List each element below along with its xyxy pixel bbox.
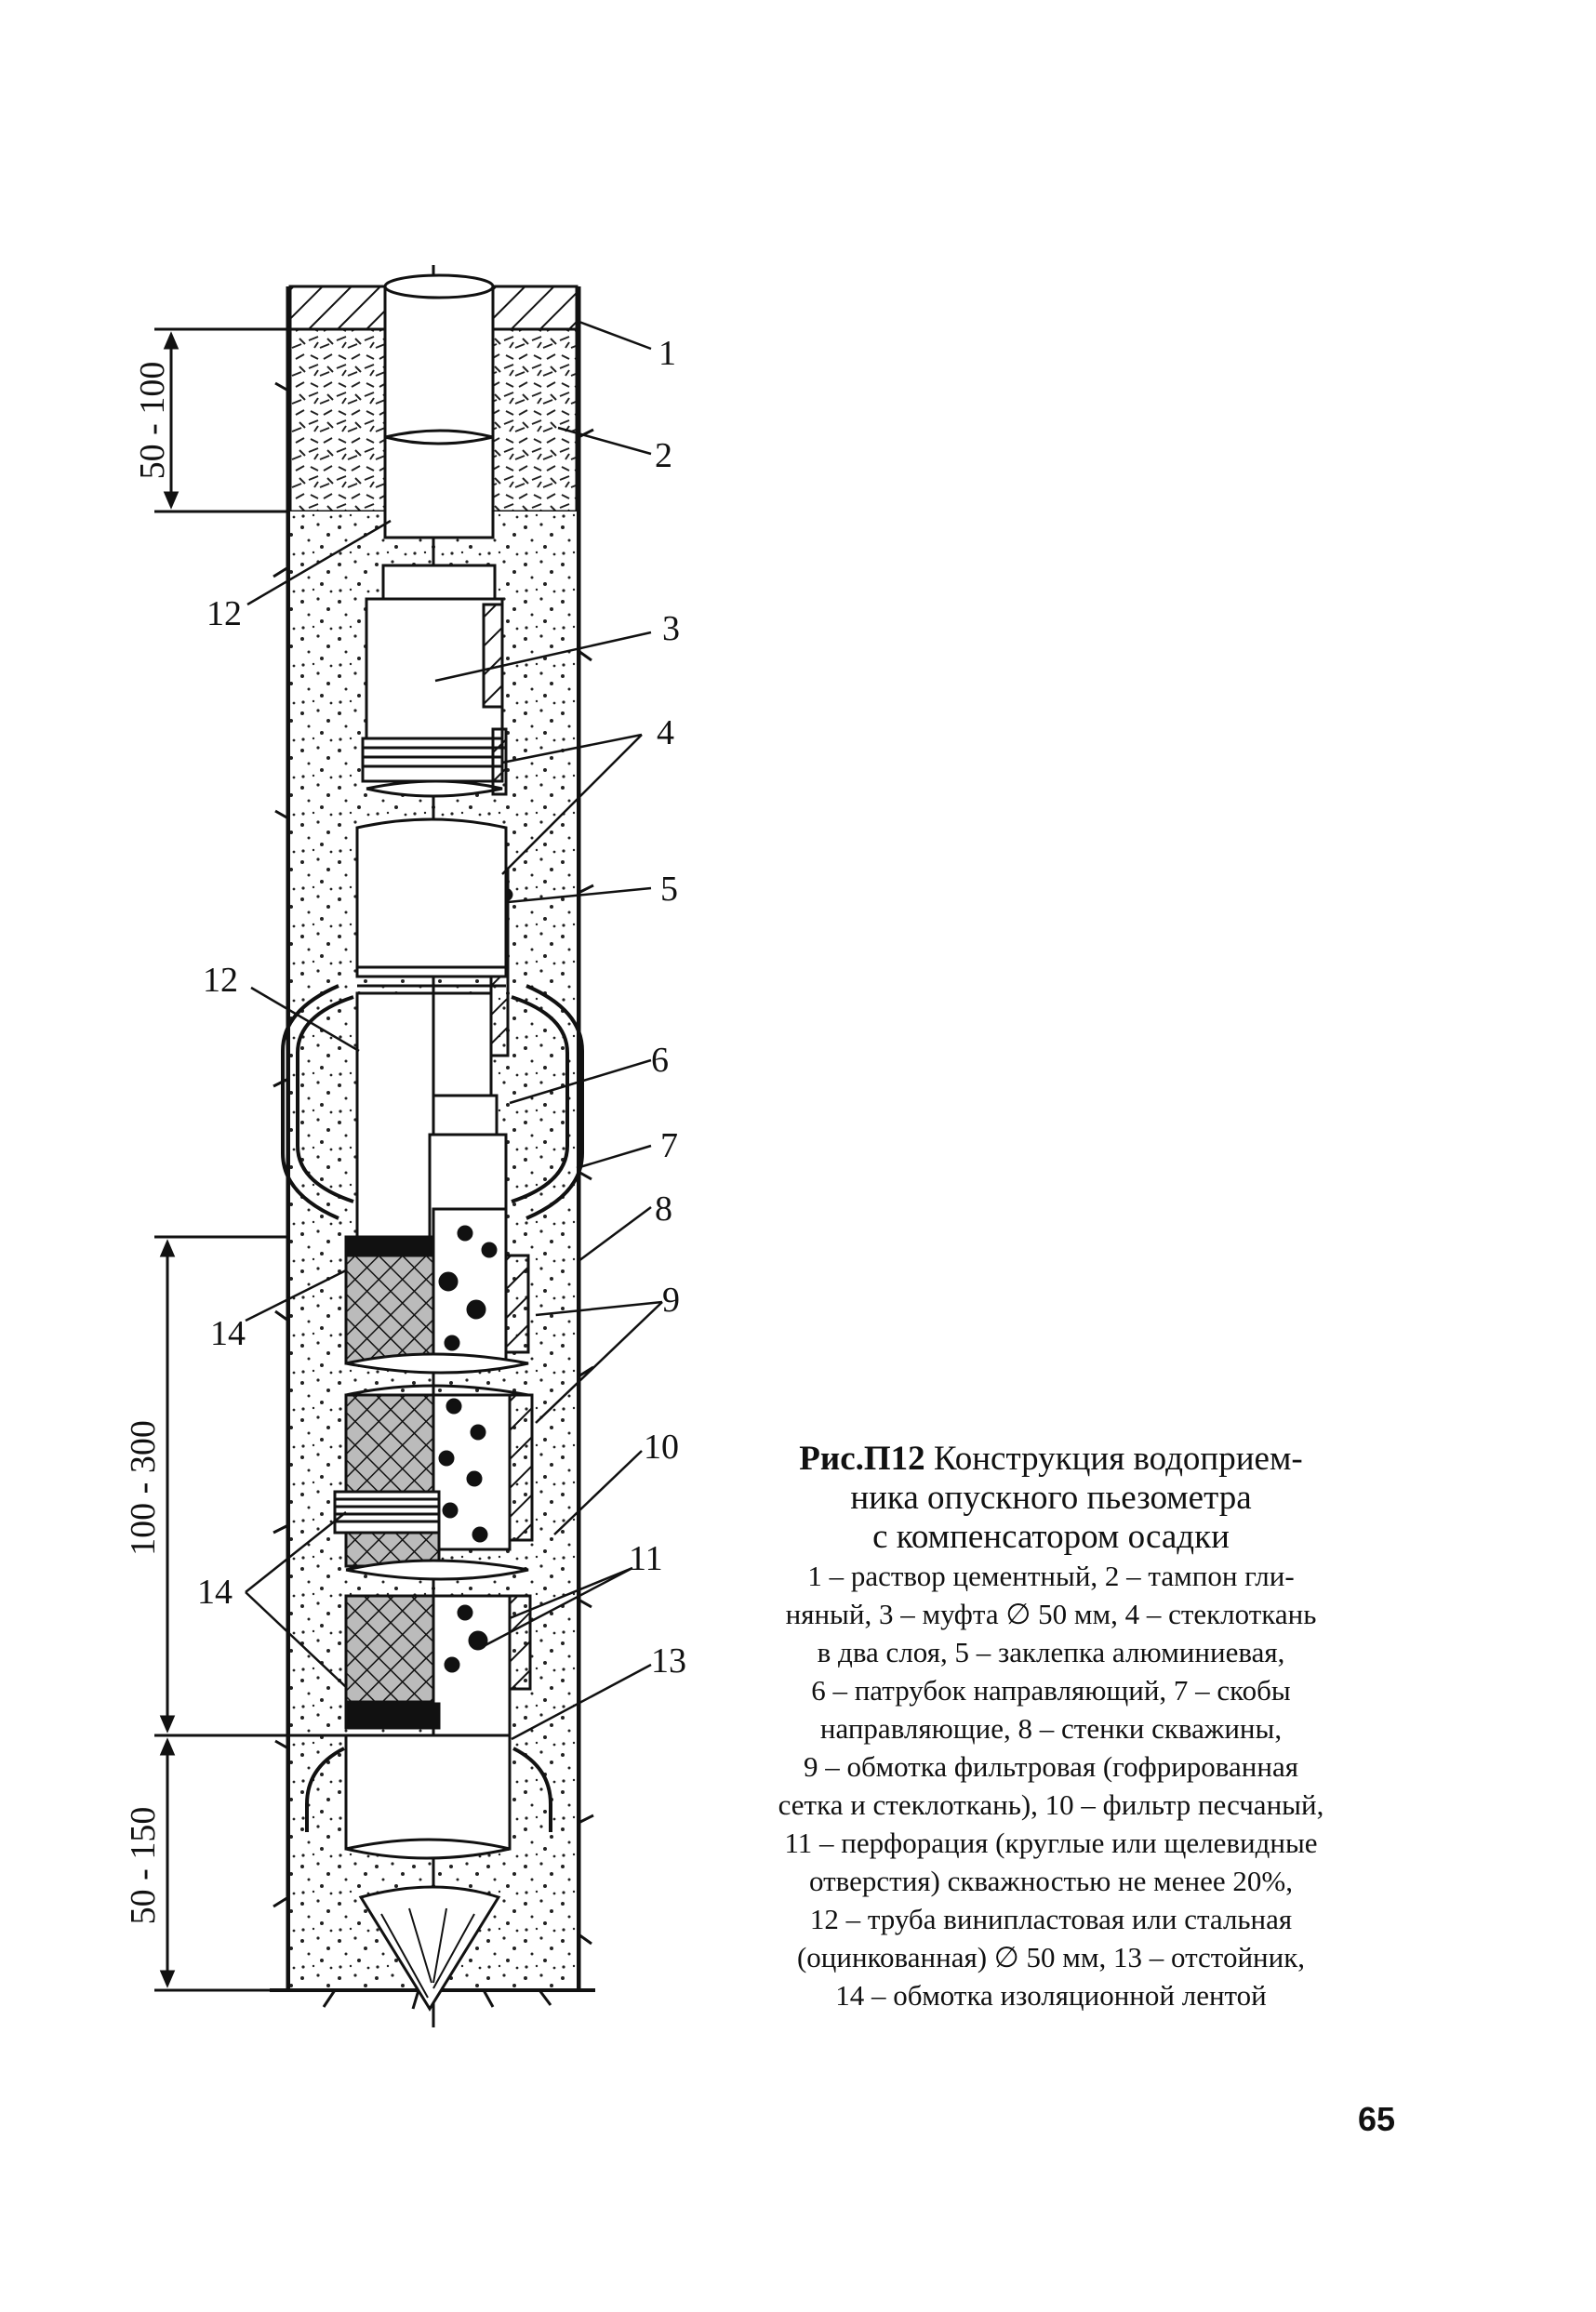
guide-pipe-section xyxy=(355,817,508,1248)
callout-10: 10 xyxy=(644,1428,679,1467)
callout-4: 4 xyxy=(657,713,674,752)
dim-label-bottom: 50 - 150 xyxy=(124,1807,163,1925)
legend-line: 6 – патрубок направляющий, 7 – скобы xyxy=(811,1674,1291,1707)
legend-line: сетка и стеклоткань), 10 – фильтр песчан… xyxy=(778,1788,1324,1821)
callout-5: 5 xyxy=(660,870,678,909)
legend-line: няный, 3 – муфта ∅ 50 мм, 4 – стеклоткан… xyxy=(785,1598,1317,1630)
dimension-lines xyxy=(154,327,346,1992)
callout-9: 9 xyxy=(662,1281,680,1320)
legend-line: отверстия) скважностью не менее 20%, xyxy=(809,1865,1293,1897)
guide-brackets xyxy=(281,984,584,1220)
callout-13: 13 xyxy=(651,1641,686,1681)
filter-section-lower xyxy=(344,1594,532,1737)
callout-8: 8 xyxy=(655,1189,672,1229)
caption-title-text: Конструкция водоприем- xyxy=(933,1440,1303,1478)
pipe-upper xyxy=(383,273,495,539)
callout-7: 7 xyxy=(660,1126,678,1165)
dim-label-top: 50 - 100 xyxy=(133,362,172,480)
callout-3: 3 xyxy=(662,609,680,648)
legend-line: (оцинкованная) ∅ 50 мм, 13 – отстойник, xyxy=(796,1941,1306,1973)
filter-section-middle xyxy=(333,1384,534,1581)
filter-section-upper xyxy=(344,1207,530,1375)
page-number: 65 xyxy=(1357,2100,1395,2138)
sump xyxy=(305,1734,552,2012)
dim-label-middle: 100 - 300 xyxy=(124,1420,163,1556)
coupling xyxy=(361,564,504,798)
legend-line: 9 – обмотка фильтровая (гофрированная xyxy=(804,1750,1298,1783)
legend-line: в два слоя, 5 – заклепка алюминиевая, xyxy=(817,1636,1285,1668)
callout-6: 6 xyxy=(651,1041,669,1080)
leader-lines xyxy=(245,319,663,1741)
legend-line: 12 – труба винипластовая или стальная xyxy=(809,1903,1293,1935)
caption-title: Рис.П12 Конструкция водоприем- xyxy=(716,1440,1386,1479)
callout-1: 1 xyxy=(658,334,676,373)
caption-figure-number: Рис.П12 xyxy=(799,1440,925,1478)
borehole-walls xyxy=(270,286,595,2010)
legend-line: 14 – обмотка изоляционной лентой xyxy=(835,1979,1267,2012)
legend-line: 1 – раствор цементный, 2 – тампон гли- xyxy=(807,1560,1295,1592)
figure-caption: Рис.П12 Конструкция водоприем- ника опус… xyxy=(716,1440,1386,2014)
callout-14-lower: 14 xyxy=(197,1573,233,1612)
callout-12-upper: 12 xyxy=(206,594,242,633)
legend-line: направляющие, 8 – стенки скважины, xyxy=(819,1712,1283,1745)
caption-title-line-2: ника опускного пьезометра xyxy=(850,1479,1252,1517)
callout-14-upper: 14 xyxy=(210,1314,246,1353)
callout-2: 2 xyxy=(655,436,672,475)
callout-12-middle: 12 xyxy=(203,961,238,1000)
callout-11: 11 xyxy=(629,1539,663,1578)
caption-title-line-3: с компенсатором осадки xyxy=(872,1518,1230,1556)
legend-line: 11 – перфорация (круглые или щелевидные xyxy=(784,1827,1318,1859)
